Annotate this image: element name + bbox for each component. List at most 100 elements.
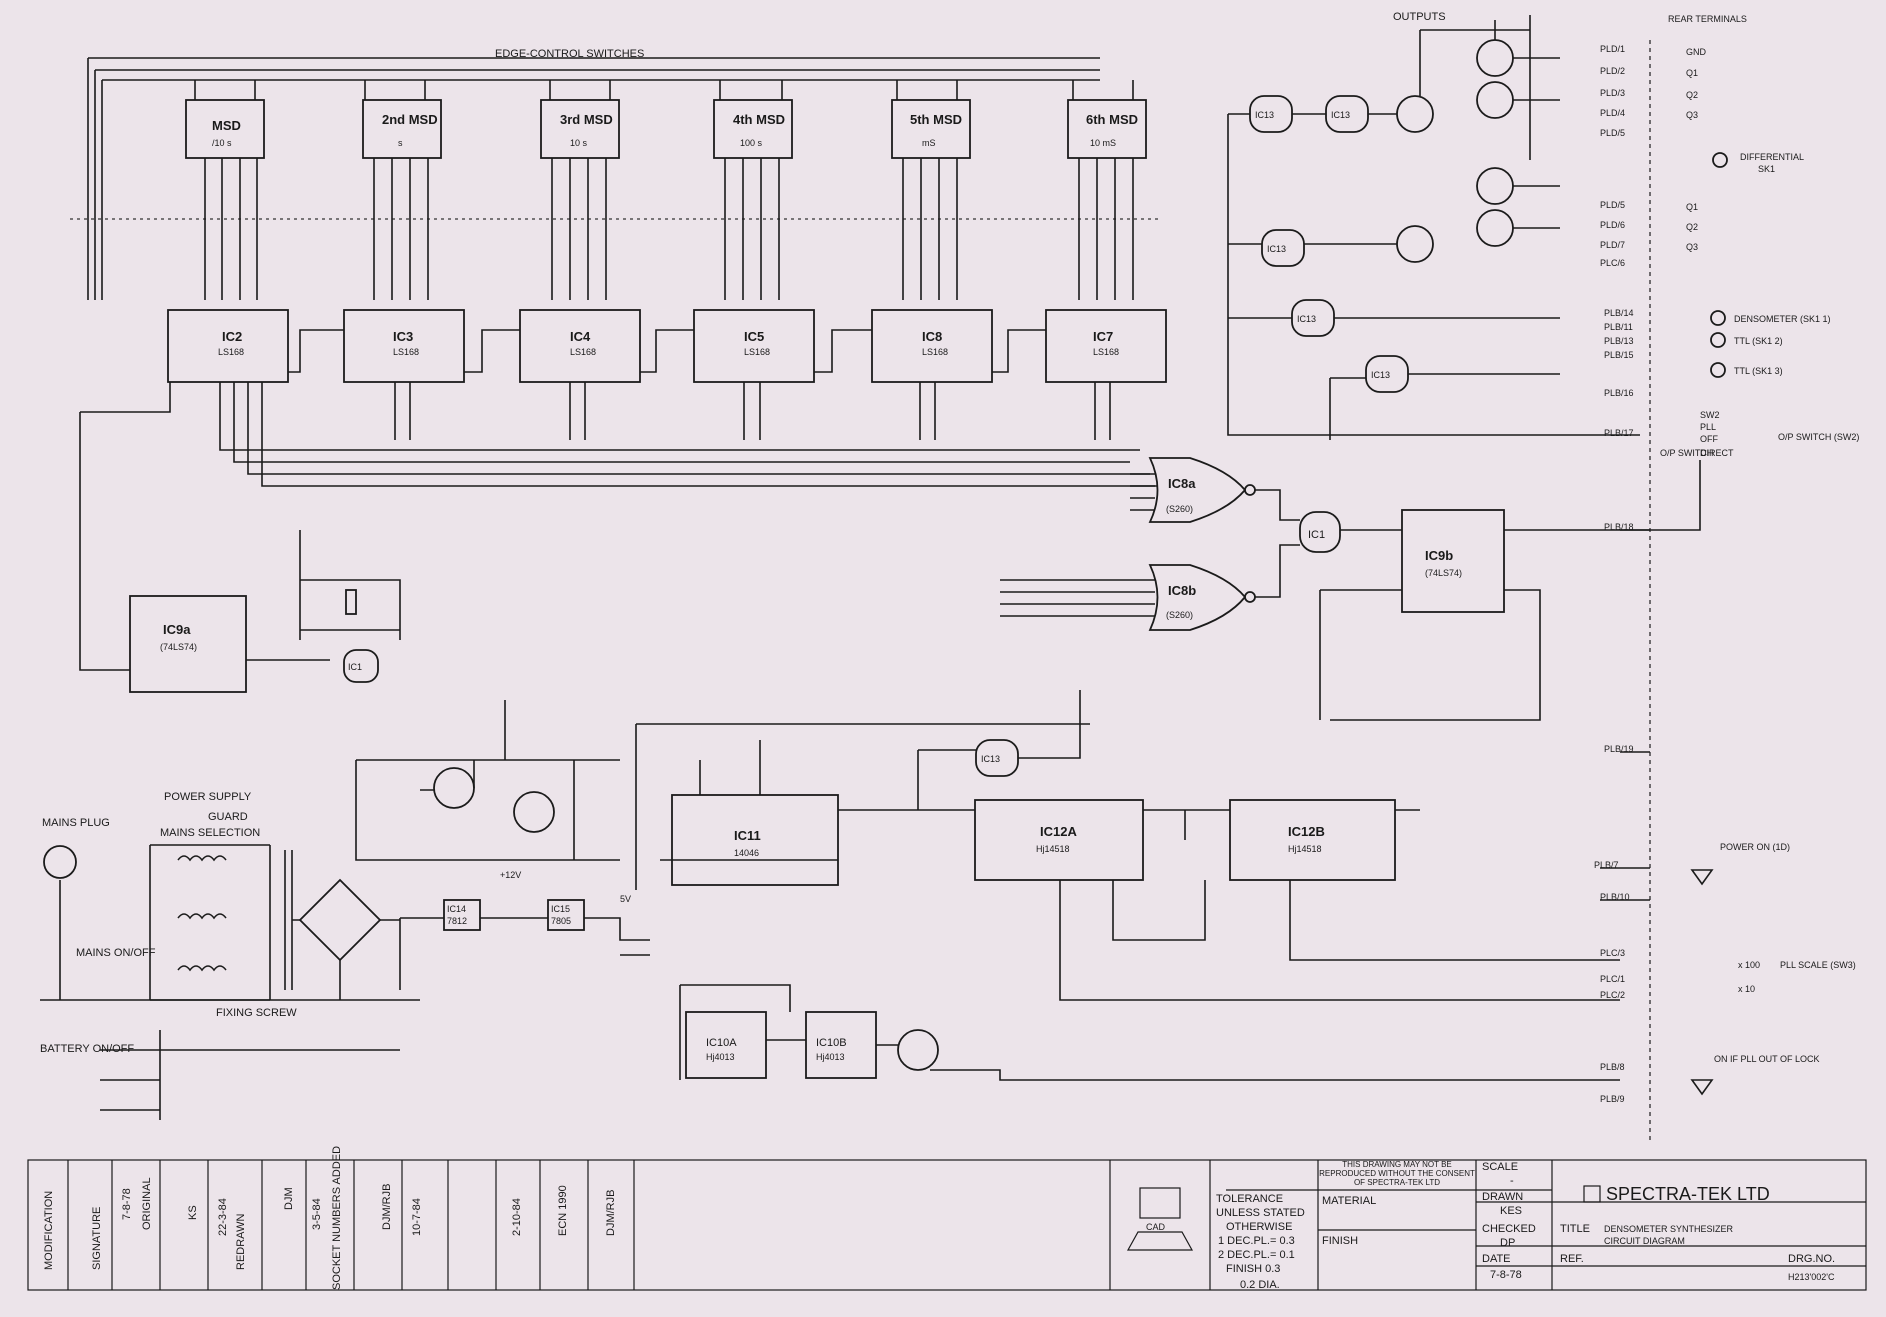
svg-text:IC1: IC1	[348, 662, 362, 672]
svg-text:7-8-78: 7-8-78	[121, 1188, 133, 1220]
svg-text:PLD/7: PLD/7	[1600, 240, 1625, 250]
svg-text:TTL (SK1 2): TTL (SK1 2)	[1734, 336, 1783, 346]
svg-text:0.2 DIA.: 0.2 DIA.	[1240, 1279, 1280, 1291]
mains-plug-label: MAINS PLUG	[42, 817, 110, 829]
pll-ic11: IC11 14046	[671, 794, 839, 886]
gate-ic8a: IC8a(S260)	[1148, 457, 1256, 523]
svg-text:10 mS: 10 mS	[1090, 138, 1116, 148]
transistor-tr9	[1396, 225, 1434, 263]
svg-text:IC5: IC5	[744, 329, 764, 344]
svg-text:PLC/3: PLC/3	[1600, 948, 1625, 958]
svg-text:IC13: IC13	[1267, 244, 1286, 254]
svg-text:IC11: IC11	[734, 828, 761, 843]
copyright-notice: THIS DRAWING MAY NOT BE REPRODUCED WITHO…	[1319, 1160, 1475, 1187]
svg-text:LS168: LS168	[218, 347, 244, 357]
svg-text:MSD: MSD	[212, 118, 241, 133]
svg-text:PLD/2: PLD/2	[1600, 66, 1625, 76]
svg-text:PLD/3: PLD/3	[1600, 88, 1625, 98]
svg-text:IC3: IC3	[393, 329, 413, 344]
svg-text:DENSOMETER (SK1 1): DENSOMETER (SK1 1)	[1734, 314, 1831, 324]
svg-text:Q3: Q3	[1686, 242, 1698, 252]
msd-switch-2: 2nd MSD s	[362, 99, 442, 300]
svg-text:IC2: IC2	[222, 329, 242, 344]
svg-text:(74LS74): (74LS74)	[1425, 568, 1462, 578]
svg-text:Q1: Q1	[1686, 68, 1698, 78]
date-value: 7-8-78	[1490, 1269, 1522, 1281]
counter-bus	[79, 329, 1160, 671]
svg-text:22-3-84: 22-3-84	[217, 1198, 229, 1236]
lock-led-icon	[1690, 1079, 1714, 1096]
svg-text:O/P SWITCH (SW2): O/P SWITCH (SW2)	[1778, 432, 1859, 442]
title-value: DENSOMETER SYNTHESIZER	[1604, 1224, 1734, 1234]
drawn-label: DRAWN	[1482, 1191, 1523, 1203]
svg-text:PLD/6: PLD/6	[1600, 220, 1625, 230]
svg-text:mS: mS	[922, 138, 936, 148]
power-led-icon	[1690, 869, 1714, 886]
svg-text:LS168: LS168	[393, 347, 419, 357]
svg-text:s: s	[398, 138, 403, 148]
company-name: SPECTRA-TEK LTD	[1606, 1184, 1770, 1204]
svg-text:Hj4013: Hj4013	[816, 1052, 845, 1062]
drawing-number-label: DRG.NO.	[1788, 1253, 1835, 1265]
flipflop-ic9b: IC9b(74LS74)	[1401, 509, 1505, 613]
svg-text:Q1: Q1	[1686, 202, 1698, 212]
svg-text:100 s: 100 s	[740, 138, 763, 148]
svg-text:Hj14518: Hj14518	[1288, 844, 1322, 854]
svg-text:UNLESS STATED: UNLESS STATED	[1216, 1207, 1305, 1219]
title-label: TITLE	[1560, 1223, 1590, 1235]
svg-text:ON IF PLL OUT OF LOCK: ON IF PLL OUT OF LOCK	[1714, 1054, 1820, 1064]
svg-text:1 DEC.PL.= 0.3: 1 DEC.PL.= 0.3	[1218, 1235, 1295, 1247]
svg-text:IC10A: IC10A	[706, 1037, 737, 1049]
drawing-number: H213'002'C	[1788, 1272, 1835, 1282]
transistor-tr8	[1396, 95, 1434, 133]
transformer	[149, 844, 293, 1001]
svg-text:/10 s: /10 s	[212, 138, 232, 148]
svg-text:ECN 1990: ECN 1990	[557, 1185, 569, 1236]
transistor-tr6	[1476, 167, 1514, 205]
drawn-value: KES	[1500, 1205, 1522, 1217]
svg-text:2 DEC.PL.= 0.1: 2 DEC.PL.= 0.1	[1218, 1249, 1295, 1261]
svg-text:IC8: IC8	[922, 329, 942, 344]
svg-text:PLC/6: PLC/6	[1600, 258, 1625, 268]
date-label: DATE	[1482, 1253, 1511, 1265]
svg-text:14046: 14046	[734, 848, 759, 858]
svg-text:2nd MSD: 2nd MSD	[382, 112, 438, 127]
svg-text:10-7-84: 10-7-84	[411, 1198, 423, 1236]
svg-text:DJM/RJB: DJM/RJB	[605, 1190, 617, 1236]
densometer-socket-icon	[1710, 310, 1726, 326]
svg-text:PLB/11: PLB/11	[1604, 322, 1633, 332]
scale-label: SCALE	[1482, 1161, 1518, 1173]
svg-text:PLD/1: PLD/1	[1600, 44, 1625, 54]
svg-text:Q2: Q2	[1686, 90, 1698, 100]
svg-text:PLB/9: PLB/9	[1600, 1094, 1625, 1104]
transistor-tr4	[1476, 39, 1514, 77]
svg-text:PLD/5: PLD/5	[1600, 200, 1625, 210]
svg-text:DJM/RJB: DJM/RJB	[381, 1184, 393, 1230]
differential-socket-icon	[1712, 152, 1728, 168]
msd-switch-1: MSD/10 s	[185, 99, 265, 300]
svg-text:IC14: IC14	[447, 904, 466, 914]
svg-text:IC8a: IC8a	[1168, 476, 1196, 491]
svg-text:IC8b: IC8b	[1168, 583, 1196, 598]
transistor-tr5	[1476, 81, 1514, 119]
svg-text:TTL (SK1 3): TTL (SK1 3)	[1734, 366, 1783, 376]
gate-ic13-2: IC13	[1325, 95, 1369, 133]
svg-text:IC1: IC1	[1308, 529, 1325, 541]
svg-text:KS: KS	[187, 1205, 199, 1220]
svg-text:TOLERANCE: TOLERANCE	[1216, 1193, 1283, 1205]
svg-text:OFF: OFF	[1700, 434, 1718, 444]
svg-text:LS168: LS168	[744, 347, 770, 357]
svg-text:CAD: CAD	[1146, 1222, 1166, 1232]
company-logo-icon	[1583, 1185, 1601, 1203]
svg-text:PLB/19: PLB/19	[1604, 744, 1634, 754]
svg-text:OTHERWISE: OTHERWISE	[1226, 1221, 1292, 1233]
svg-text:IC7: IC7	[1093, 329, 1113, 344]
connector-sockets: DENSOMETER (SK1 1) TTL (SK1 2) TTL (SK1 …	[1660, 310, 1859, 1096]
